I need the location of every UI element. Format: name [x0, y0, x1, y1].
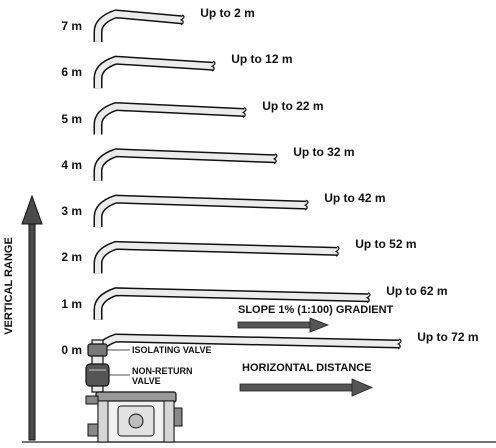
horizontal-distance-label: HORIZONTAL DISTANCE	[242, 362, 372, 374]
reach-label-3m: Up to 42 m	[324, 191, 386, 206]
height-label-3m: 3 m	[61, 204, 82, 219]
reach-label-5m: Up to 22 m	[262, 98, 324, 113]
discharge-pipe-2m	[93, 240, 340, 274]
reach-label-4m: Up to 32 m	[293, 144, 355, 159]
height-label-4m: 4 m	[61, 157, 82, 172]
reach-label-1m: Up to 62 m	[386, 283, 448, 298]
non-return-valve-label-line2: VALVE	[132, 376, 161, 386]
slope-arrow	[237, 317, 330, 333]
reach-label-2m: Up to 52 m	[355, 237, 417, 252]
isolating-valve	[87, 343, 130, 357]
height-label-5m: 5 m	[61, 111, 82, 126]
reach-label-7m: Up to 2 m	[200, 5, 255, 20]
discharge-pipe-5m	[93, 101, 247, 135]
height-label-0m: 0 m	[61, 343, 82, 357]
discharge-pipe-6m	[93, 55, 216, 89]
discharge-pipe-1m	[93, 287, 371, 320]
height-label-7m: 7 m	[61, 18, 82, 33]
vertical-range-label: VERTICAL RANGE	[3, 237, 15, 335]
height-label-2m: 2 m	[61, 250, 82, 265]
height-label-6m: 6 m	[61, 65, 82, 80]
reach-label-0m: Up to 72 m	[417, 330, 479, 344]
slope-gradient-label: SLOPE 1% (1:100) GRADIENT	[238, 304, 394, 316]
discharge-pipe-3m	[93, 194, 309, 228]
non-return-valve	[85, 363, 130, 387]
pump-unit	[85, 391, 183, 443]
discharge-pipe-7m	[93, 9, 185, 42]
non-return-valve-label-line1: NON-RETURN	[132, 366, 193, 376]
height-label-1m: 1 m	[61, 296, 82, 311]
discharge-pipe-4m	[93, 148, 278, 181]
vertical-range-arrow	[21, 194, 43, 441]
horizontal-distance-arrow	[239, 378, 374, 397]
isolating-valve-label: ISOLATING VALVE	[132, 345, 212, 355]
reach-label-6m: Up to 12 m	[231, 52, 293, 67]
